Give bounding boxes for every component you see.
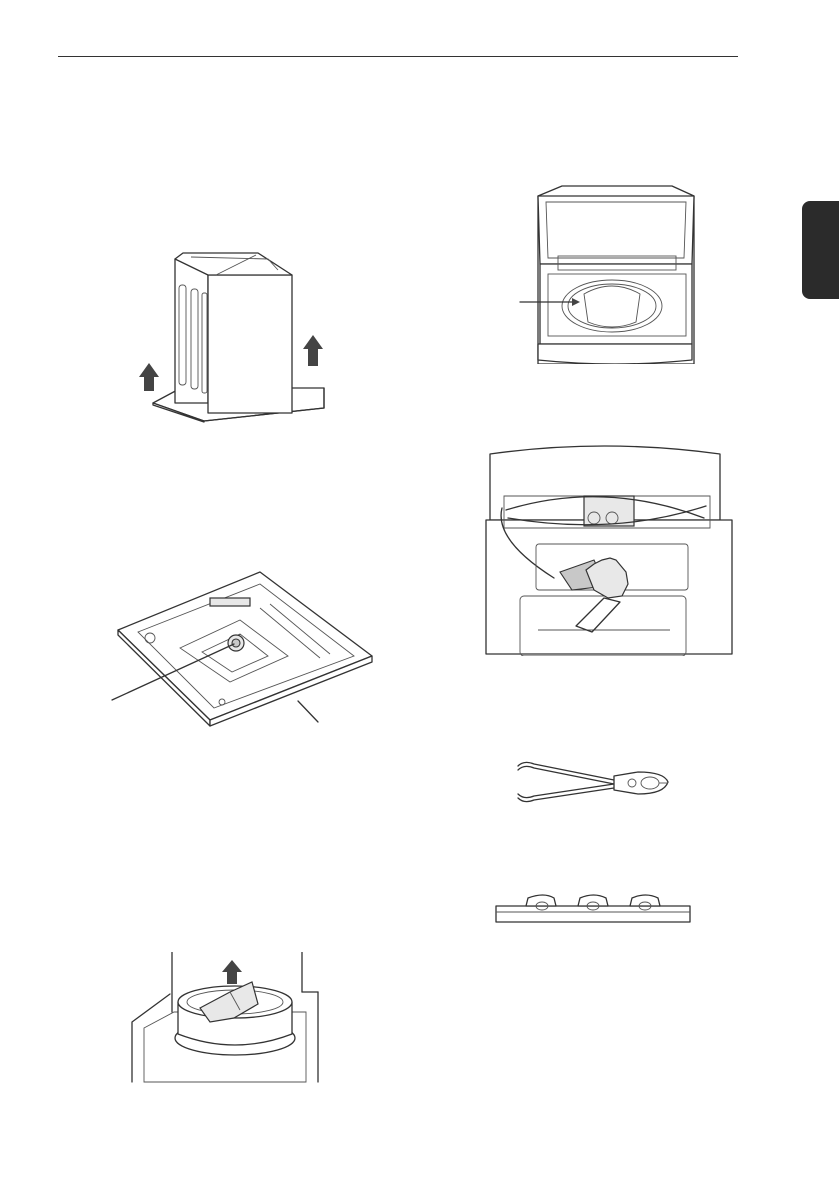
shipping-bracket-icon	[492, 892, 694, 926]
header-rule	[58, 56, 738, 57]
gloved-hand-hose-removal-icon	[484, 440, 734, 656]
pliers-figure	[514, 758, 674, 806]
pliers-icon	[514, 758, 674, 806]
tub-insert-figure	[130, 952, 320, 1084]
washer-lift-figure	[128, 245, 328, 427]
shipping-base-tray-icon	[110, 568, 380, 730]
section-tab	[802, 201, 839, 299]
open-lid-drum-icon	[510, 182, 700, 364]
bracket-figure	[492, 892, 694, 926]
washer-lifted-off-base-icon	[128, 245, 328, 427]
tub-insert-removal-icon	[130, 952, 320, 1084]
base-tray-figure	[110, 568, 380, 730]
hose-removal-figure	[484, 440, 734, 656]
open-lid-figure	[510, 182, 700, 364]
